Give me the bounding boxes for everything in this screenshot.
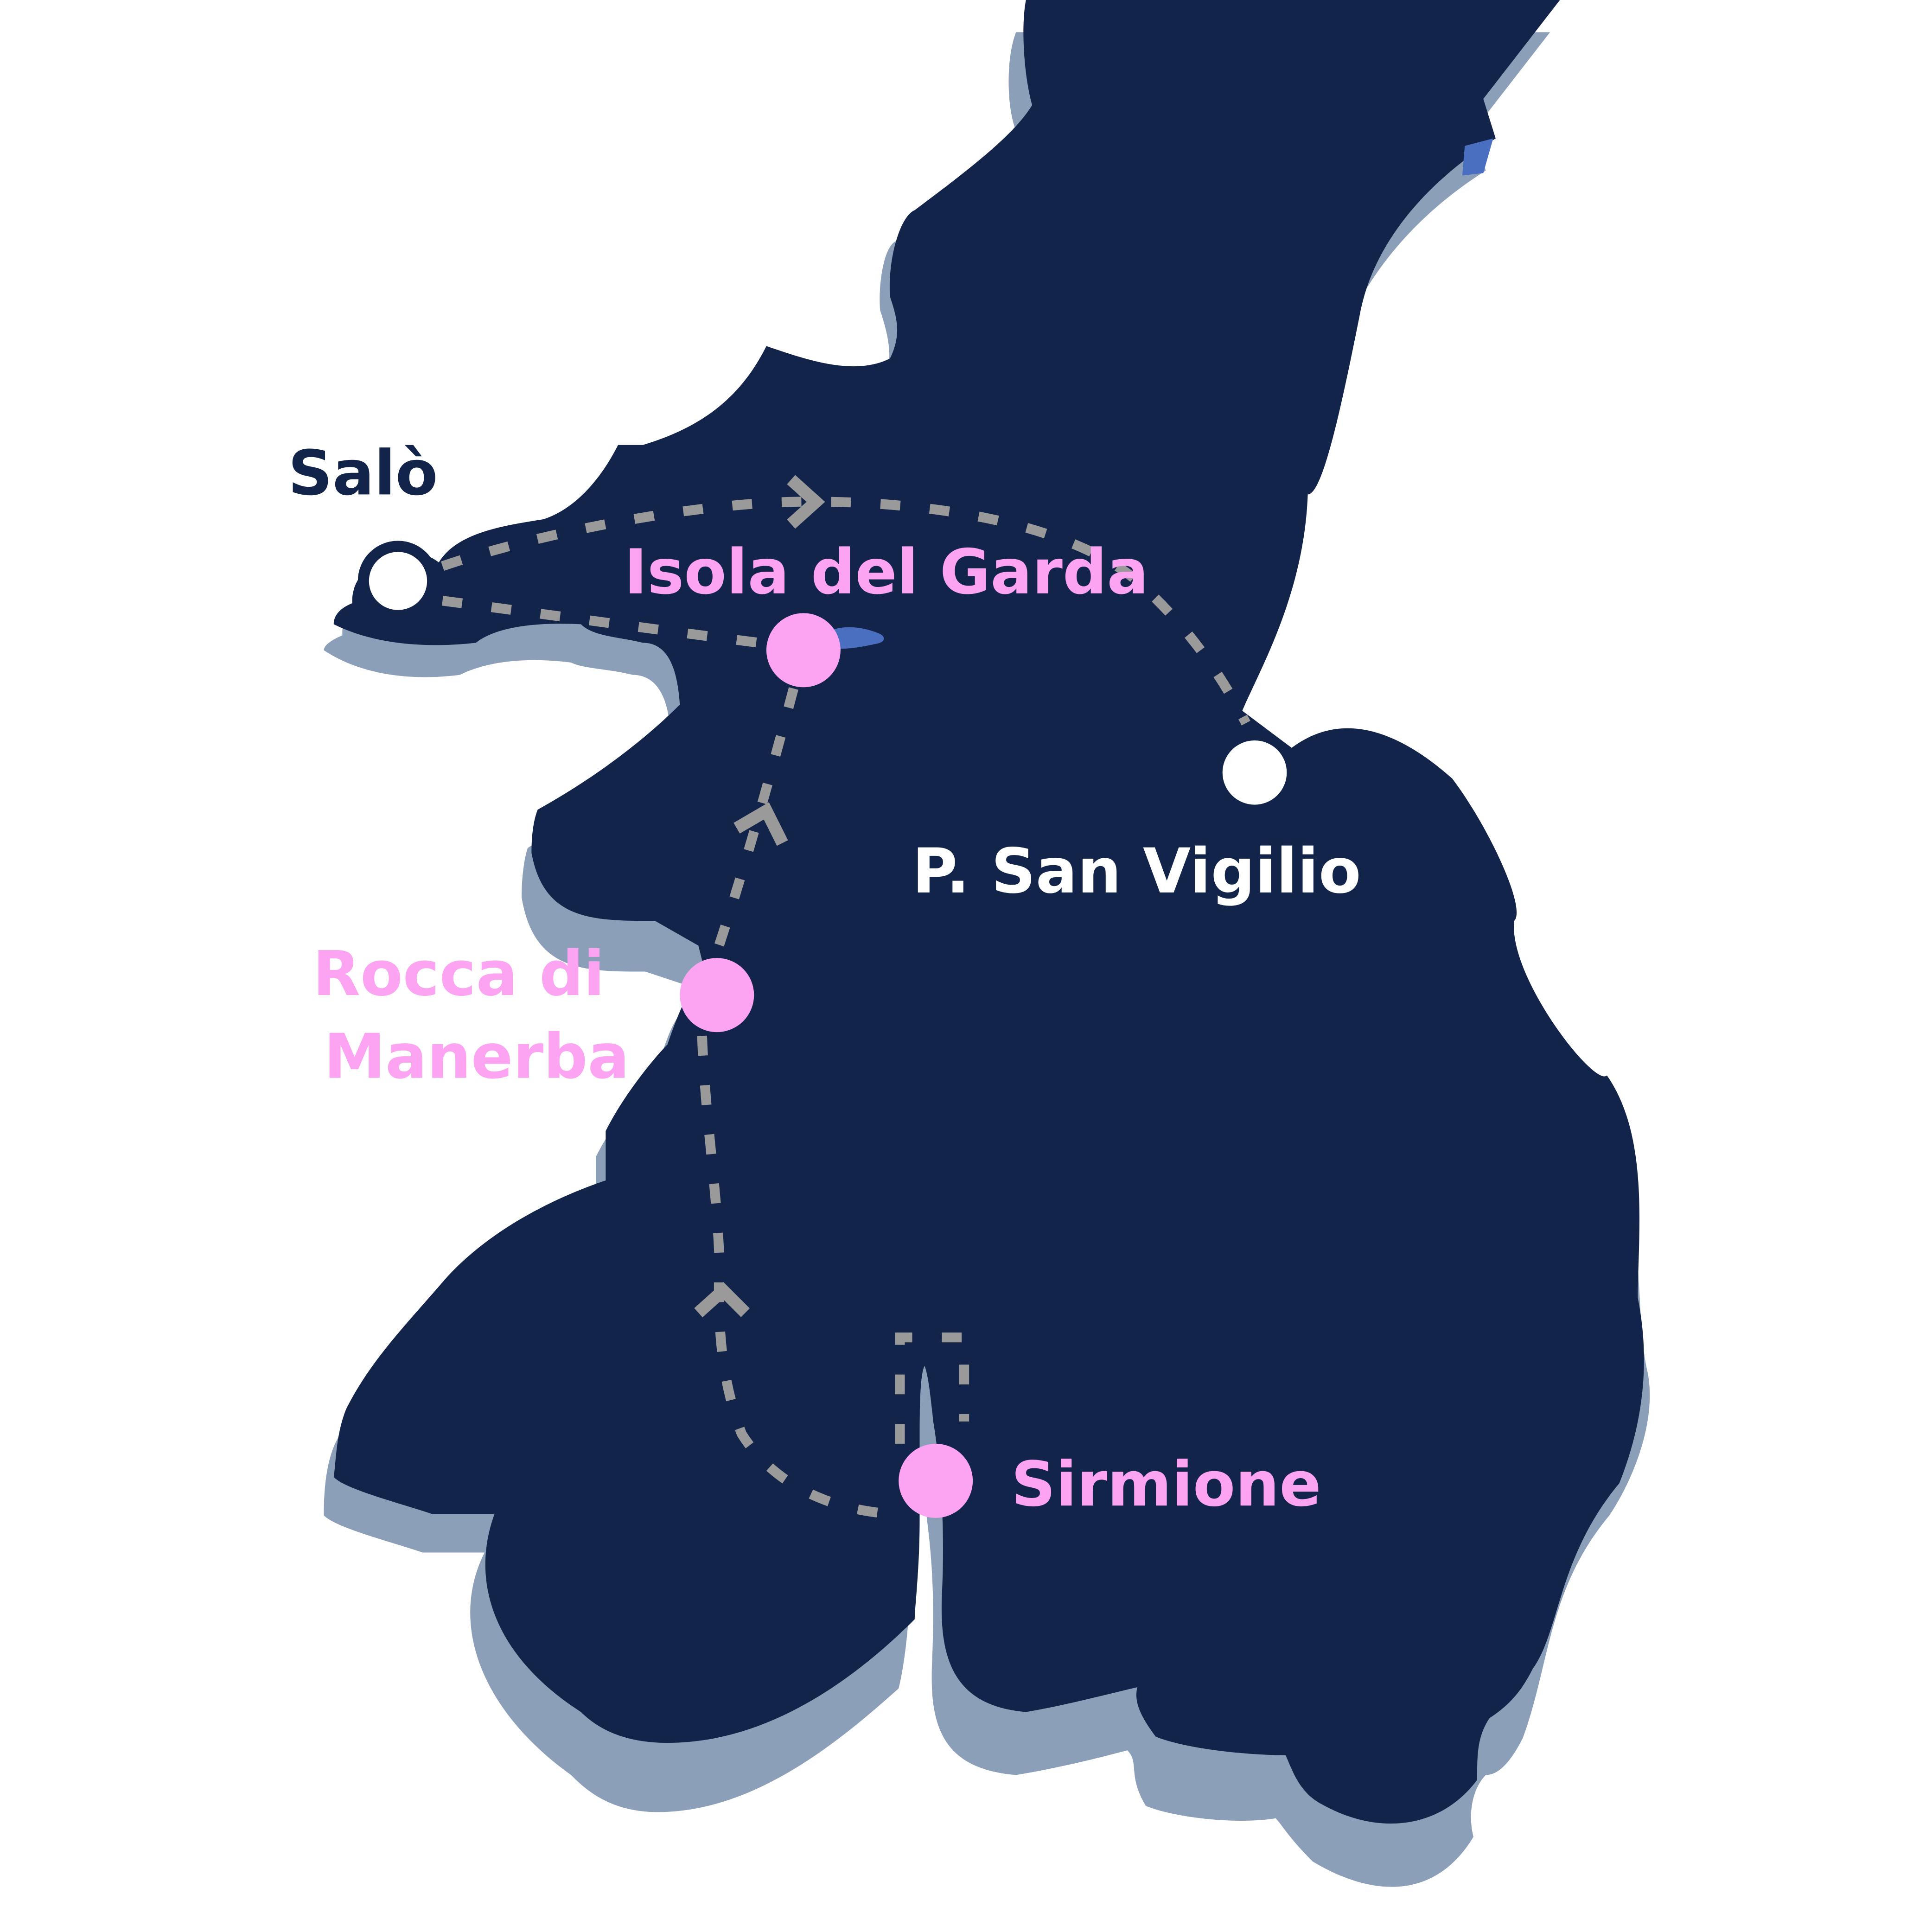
label-p-san-vigilio: P. San Vigilio [912,835,1361,907]
chevron-up-icon [733,802,788,846]
sirmione-stop-marker [899,1443,973,1518]
isola-stop-marker [766,613,841,688]
island-accent [830,627,884,649]
lake-garda [333,0,1644,1824]
label-isola-del-garda: Isola del Garda [624,536,1148,608]
rocca-stop-marker [680,958,754,1033]
label-salo: Salò [288,437,438,509]
shore-accent [1462,138,1493,176]
vigilio-port-marker [1222,740,1287,805]
chevron-up-icon [694,1282,750,1318]
label-rocca-line2: Manerba [324,1021,629,1093]
chevron-right-icon [787,475,825,529]
route-salo-vigilio [440,497,1250,726]
label-sirmione: Sirmione [1011,1448,1321,1520]
ferry-route [440,497,1250,1519]
salo-port-marker [357,541,439,621]
route-rocca-sirmione [697,1035,897,1519]
route-sirmione-loop [895,1332,969,1444]
label-rocca-line1: Rocca di [313,938,605,1010]
